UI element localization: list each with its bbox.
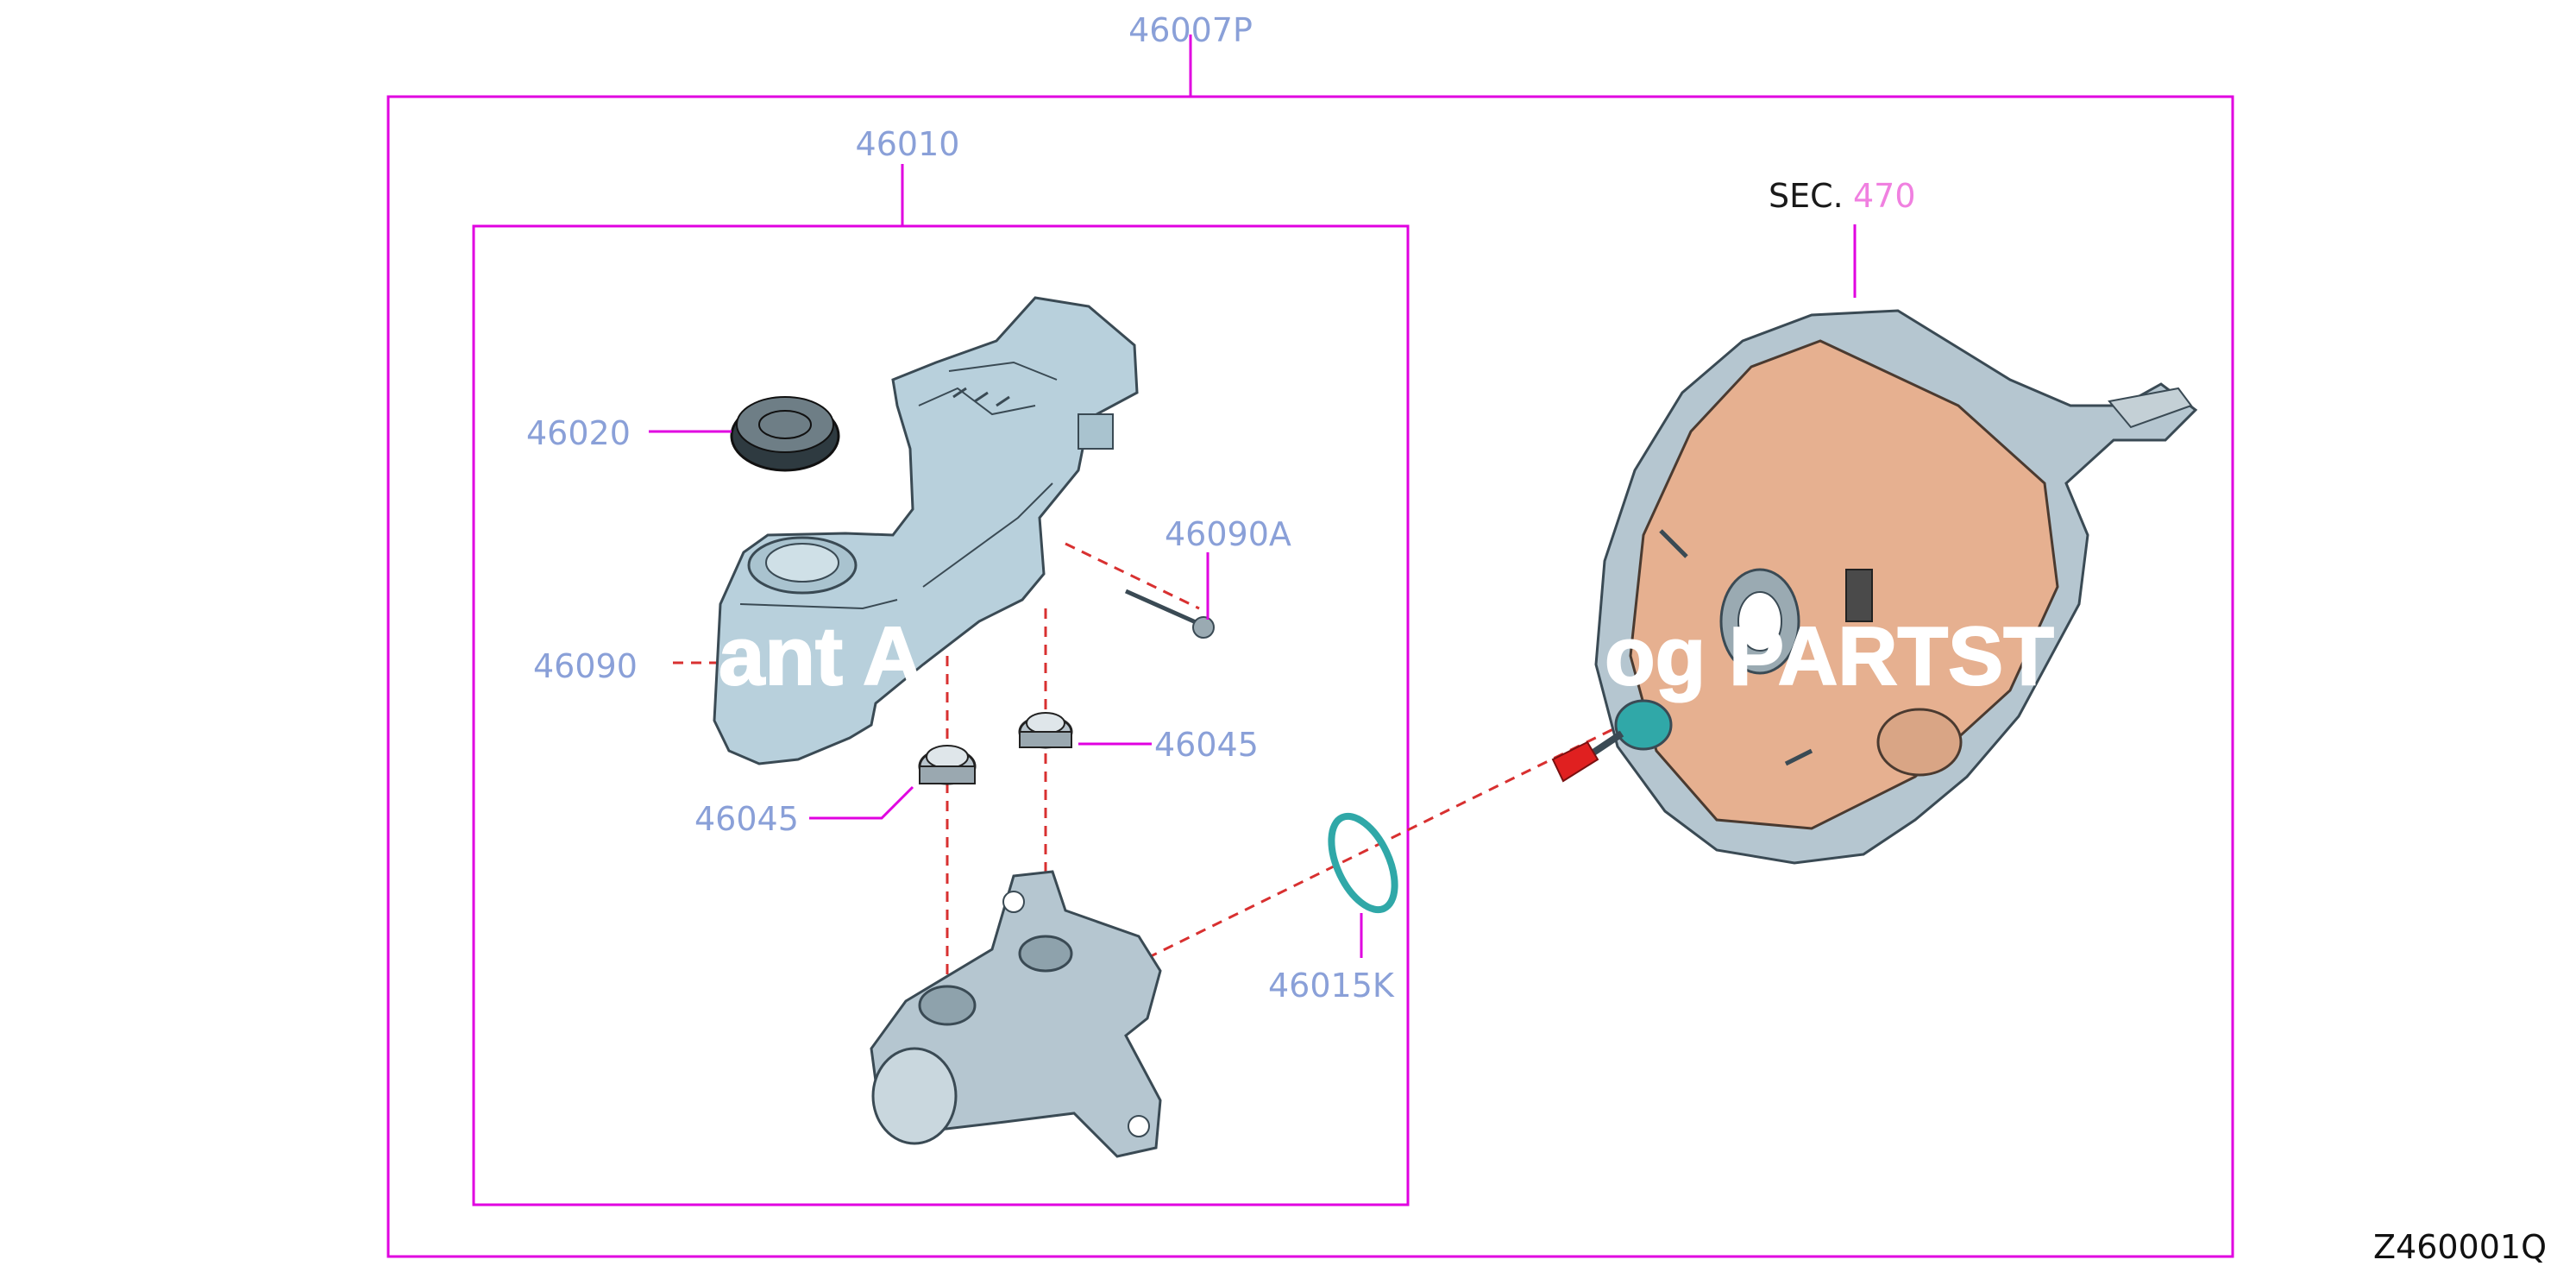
grommet-right[interactable] bbox=[1018, 712, 1073, 749]
retaining-pin[interactable] bbox=[1124, 589, 1215, 639]
diagram-code: Z460001Q bbox=[2373, 1228, 2547, 1266]
subassembly-frame bbox=[472, 164, 1410, 1206]
callout-grommet-right[interactable]: 46045 bbox=[1154, 726, 1259, 764]
pushrod[interactable] bbox=[1551, 699, 1673, 783]
callout-grommet-left[interactable]: 46045 bbox=[694, 800, 799, 838]
watermark-right: og PARTST bbox=[1605, 610, 2054, 702]
brake-booster[interactable] bbox=[1594, 309, 2198, 865]
reservoir-tank[interactable] bbox=[713, 296, 1139, 765]
subassembly-label[interactable]: 46010 bbox=[856, 125, 960, 163]
callout-reservoir[interactable]: 46090 bbox=[533, 647, 638, 685]
section-prefix: SEC. bbox=[1769, 177, 1844, 215]
grommet-left-leader bbox=[809, 785, 914, 820]
assembly-frame bbox=[386, 35, 2234, 1258]
master-cylinder[interactable] bbox=[870, 870, 1162, 1158]
section-number-link[interactable]: 470 bbox=[1853, 177, 1916, 215]
assembly-label[interactable]: 46007P bbox=[1128, 11, 1253, 49]
callout-o-ring[interactable]: 46015K bbox=[1268, 967, 1395, 1005]
o-ring[interactable] bbox=[1318, 807, 1407, 919]
callout-pin[interactable]: 46090A bbox=[1165, 515, 1291, 553]
grommet-left[interactable] bbox=[918, 745, 977, 785]
reservoir-cap[interactable] bbox=[730, 396, 840, 472]
watermark-left: ant A bbox=[719, 610, 922, 702]
callout-cap[interactable]: 46020 bbox=[526, 414, 631, 452]
